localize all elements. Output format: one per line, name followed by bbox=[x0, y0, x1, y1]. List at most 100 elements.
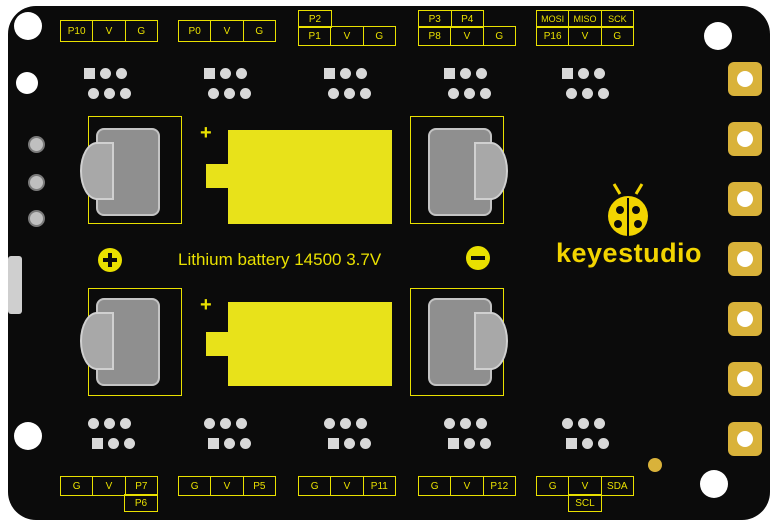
top-header-4: P8 V G bbox=[418, 26, 516, 46]
header-cell: V bbox=[93, 21, 126, 41]
solder-pad bbox=[116, 68, 127, 79]
edge-pad bbox=[728, 422, 762, 456]
solder-pad bbox=[88, 88, 99, 99]
solder-pad bbox=[92, 438, 103, 449]
solder-pad bbox=[562, 68, 573, 79]
battery-clip-metal bbox=[80, 142, 114, 200]
header-cell: V bbox=[331, 27, 364, 45]
battery-pad-bottom-nub bbox=[206, 332, 232, 356]
solder-pad bbox=[220, 68, 231, 79]
header-cell: P0 bbox=[179, 21, 212, 41]
minus-symbol-bar bbox=[471, 256, 485, 260]
solder-pad bbox=[460, 68, 471, 79]
header-cell: P6 bbox=[134, 497, 148, 509]
edge-pad bbox=[728, 182, 762, 216]
solder-pad bbox=[240, 438, 251, 449]
solder-pad bbox=[120, 88, 131, 99]
solder-pad bbox=[444, 68, 455, 79]
edge-pad bbox=[728, 122, 762, 156]
mounting-hole-ml bbox=[16, 72, 38, 94]
bottom-header-5: G V SDA bbox=[536, 476, 634, 496]
solder-pad bbox=[124, 438, 135, 449]
solder-pad bbox=[464, 88, 475, 99]
solder-pad bbox=[566, 88, 577, 99]
solder-pad bbox=[360, 438, 371, 449]
gold-via bbox=[648, 458, 662, 472]
solder-pad bbox=[208, 438, 219, 449]
brand-logo-text: keyestudio bbox=[556, 238, 703, 268]
header-cell: P7 bbox=[135, 480, 148, 492]
bottom-header-5-extra: SCL bbox=[568, 494, 602, 512]
ladybug-antenna bbox=[612, 183, 644, 195]
solder-pad bbox=[476, 68, 487, 79]
solder-pad bbox=[598, 438, 609, 449]
solder-pad bbox=[208, 88, 219, 99]
battery-clip-metal bbox=[474, 312, 508, 370]
bottom-header-3: G V P11 bbox=[298, 476, 396, 496]
bottom-header-4: G V P12 bbox=[418, 476, 516, 496]
ladybug-spot bbox=[614, 220, 622, 228]
header-cell: G bbox=[255, 25, 264, 37]
solder-pad bbox=[480, 88, 491, 99]
battery-pad-top-nub bbox=[206, 164, 232, 188]
plus-mark-bottom: + bbox=[200, 294, 212, 316]
header-cell: P16 bbox=[537, 27, 570, 45]
header-cell: P3 bbox=[419, 11, 452, 27]
solder-pad bbox=[204, 418, 215, 429]
header-cell: V bbox=[93, 477, 126, 495]
solder-pad bbox=[448, 438, 459, 449]
solder-pad bbox=[598, 88, 609, 99]
top-header-3: P1 V G bbox=[298, 26, 396, 46]
screw-terminal bbox=[28, 174, 45, 191]
mounting-hole-tl bbox=[14, 12, 42, 40]
header-cell: P1 bbox=[299, 27, 332, 45]
solder-pad bbox=[328, 438, 339, 449]
solder-pad bbox=[340, 68, 351, 79]
solder-pad bbox=[578, 418, 589, 429]
header-cell: SCL bbox=[575, 497, 595, 509]
ladybug-spot bbox=[616, 206, 624, 214]
screw-terminal bbox=[28, 136, 45, 153]
header-cell: G bbox=[375, 30, 384, 42]
header-cell: V bbox=[451, 27, 484, 45]
header-cell: G bbox=[537, 477, 570, 495]
solder-pad bbox=[344, 88, 355, 99]
header-cell: V bbox=[451, 477, 484, 495]
top-header-5: P16 V G bbox=[536, 26, 634, 46]
solder-pad bbox=[340, 418, 351, 429]
battery-pad-top bbox=[228, 130, 392, 224]
header-cell: MISO bbox=[569, 11, 602, 27]
header-cell: V bbox=[569, 477, 602, 495]
solder-pad bbox=[444, 418, 455, 429]
bottom-header-1-extra: P6 bbox=[124, 494, 158, 512]
header-cell: P8 bbox=[419, 27, 452, 45]
solder-pad bbox=[360, 88, 371, 99]
ladybug-spot bbox=[634, 220, 642, 228]
header-cell: P12 bbox=[490, 480, 509, 492]
header-cell: V bbox=[569, 27, 602, 45]
battery-pad-bottom bbox=[228, 302, 392, 386]
header-cell: V bbox=[211, 477, 244, 495]
header-cell: G bbox=[613, 30, 622, 42]
mounting-hole-br bbox=[700, 470, 728, 498]
header-cell: P11 bbox=[370, 480, 388, 492]
solder-pad bbox=[104, 88, 115, 99]
solder-pad bbox=[476, 418, 487, 429]
solder-pad bbox=[594, 68, 605, 79]
header-cell: P4 bbox=[461, 13, 474, 25]
battery-clip-metal bbox=[80, 312, 114, 370]
solder-pad bbox=[582, 88, 593, 99]
header-cell: MOSI bbox=[537, 11, 570, 27]
solder-pad bbox=[328, 88, 339, 99]
solder-pad bbox=[566, 438, 577, 449]
battery-clip-metal bbox=[474, 142, 508, 200]
plus-symbol-bar-v bbox=[108, 253, 112, 267]
solder-pad bbox=[220, 418, 231, 429]
header-cell: G bbox=[419, 477, 452, 495]
pcb-board: P10 V G P0 V G P2 P1 V G P3 P4 P8 V G MO… bbox=[8, 6, 770, 520]
solder-pad bbox=[356, 68, 367, 79]
header-cell: SDA bbox=[607, 480, 628, 492]
ladybug-logo-icon bbox=[608, 183, 648, 236]
solder-pad bbox=[460, 418, 471, 429]
header-cell: G bbox=[179, 477, 212, 495]
